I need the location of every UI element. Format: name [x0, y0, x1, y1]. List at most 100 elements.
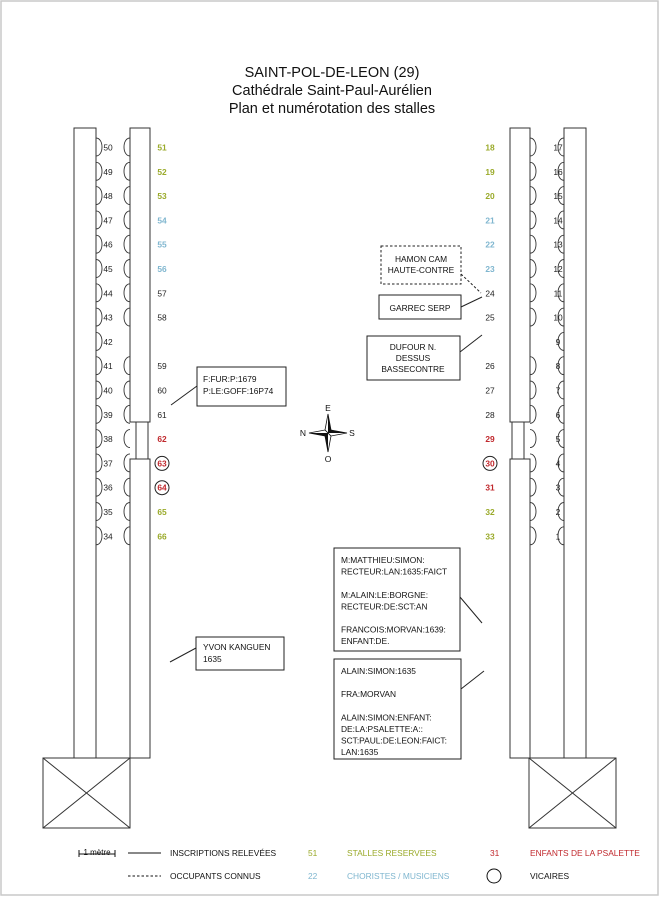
- stall-number: 31: [485, 483, 495, 493]
- inscription-box-dufour: [366, 335, 461, 381]
- occupant-box-hamon: [380, 245, 462, 285]
- inscription-text: 1635: [203, 654, 222, 664]
- stall-number: 64: [157, 483, 167, 493]
- stall-number: 35: [103, 507, 113, 517]
- stall-number: 1: [556, 531, 561, 541]
- stall-seat-edge: [529, 137, 537, 327]
- stall-left-inner: 63: [154, 455, 170, 471]
- stall-right-inner: 29: [485, 434, 495, 444]
- legend-psalette-label: ENFANTS DE LA PSALETTE: [530, 848, 640, 858]
- stall-left-inner: 64: [154, 480, 170, 496]
- svg-text:GARREC SERP: GARREC SERP: [390, 303, 451, 313]
- stall-number: 43: [103, 313, 113, 323]
- inscription-text: ALAIN:SIMON:1635: [341, 666, 416, 676]
- inscription-text: RECTEUR:DE:SCT:AN: [341, 601, 428, 611]
- stall-left-inner: 66: [157, 531, 167, 541]
- stall-right-inner: 26: [485, 361, 495, 371]
- stall-left-inner: 61: [157, 410, 167, 420]
- inscription-text: LAN:1635: [341, 747, 379, 757]
- stall-number: 8: [556, 361, 561, 371]
- stall-seat-edge: [557, 137, 565, 546]
- stall-right-outer: 3: [556, 483, 561, 493]
- stall-right-inner: 33: [485, 531, 495, 541]
- inscription-text: SCT:PAUL:DE:LEON:FAICT:: [341, 736, 447, 746]
- stall-number: 63: [157, 458, 167, 468]
- stall-left-outer: 38: [103, 434, 113, 444]
- stall-right-outer: 16: [553, 167, 563, 177]
- stall-right-inner: 28: [485, 410, 495, 420]
- stall-right-inner: 32: [485, 507, 495, 517]
- inscription-box-kanguen: [195, 636, 285, 671]
- stall-number: 16: [553, 167, 563, 177]
- leader-line: [460, 670, 485, 690]
- stall-number: 42: [103, 337, 113, 347]
- stall-left-inner: 57: [157, 288, 167, 298]
- stall-number: 66: [157, 531, 167, 541]
- inscription-text: M:ALAIN:LE:BORGNE:: [341, 590, 428, 600]
- inscription-text: DUFOUR N.: [390, 342, 437, 352]
- stall-number: 22: [485, 240, 495, 250]
- stall-left-inner: 56: [157, 264, 167, 274]
- stall-left-inner: 58: [157, 313, 167, 323]
- legend-choristes-label: CHORISTES / MUSICIENS: [347, 871, 450, 881]
- svg-text:DUFOUR N.: DUFOUR N.: [390, 342, 437, 352]
- inscriptions-layer: F:FUR:P:1679 P:LE:GOFF:16P74 YVON KANGUE…: [169, 245, 485, 760]
- legend-choristes-num: 22: [308, 871, 318, 881]
- stall-number: 49: [103, 167, 113, 177]
- stall-right-outer: 12: [553, 264, 563, 274]
- stall-number: 65: [157, 507, 167, 517]
- stall-left-inner: 53: [157, 191, 167, 201]
- stall-left-outer: 41: [103, 361, 113, 371]
- stall-number: 37: [103, 458, 113, 468]
- stall-left-outer: 49: [103, 167, 113, 177]
- occupant-text: HAUTE-CONTRE: [388, 265, 455, 275]
- stall-number: 56: [157, 264, 167, 274]
- svg-text:P:LE:GOFF:16P74: P:LE:GOFF:16P74: [203, 386, 274, 396]
- stall-number: 62: [157, 434, 167, 444]
- stall-right-inner: 30: [482, 455, 498, 471]
- occupant-text: HAMON CAM: [395, 254, 447, 264]
- stall-number: 58: [157, 313, 167, 323]
- inscription-text: GARREC SERP: [390, 303, 451, 313]
- leader-line: [459, 596, 483, 624]
- stall-number: 25: [485, 313, 495, 323]
- stall-number: 36: [103, 483, 113, 493]
- inscription-text: DESSUS: [396, 353, 431, 363]
- inscription-text: F:FUR:P:1679: [203, 374, 257, 384]
- inscription-text: YVON KANGUEN: [203, 642, 270, 652]
- stall-number: 38: [103, 434, 113, 444]
- stall-number: 4: [556, 458, 561, 468]
- stall-number: 23: [485, 264, 495, 274]
- inscription-text: DE:LA:PSALETTE:A::: [341, 724, 423, 734]
- compass-south-label: S: [349, 428, 355, 438]
- compass-west-label: O: [325, 454, 332, 464]
- legend-inscriptions-label: INSCRIPTIONS RELEVÉES: [170, 848, 277, 858]
- inscription-box-alain-simon: [333, 658, 462, 760]
- stall-left-outer: 37: [103, 458, 113, 468]
- stall-left-outer: 40: [103, 386, 113, 396]
- stall-number: 19: [485, 167, 495, 177]
- stall-right-inner: 23: [485, 264, 495, 274]
- stall-number: 39: [103, 410, 113, 420]
- stall-number: 61: [157, 410, 167, 420]
- stall-right-outer: 11: [554, 288, 563, 298]
- leader-line: [459, 334, 483, 353]
- stall-number: 41: [103, 361, 113, 371]
- stall-number: 32: [485, 507, 495, 517]
- stall-right-inner: 21: [485, 215, 495, 225]
- stall-right-outer: 15: [553, 191, 563, 201]
- stall-number: 40: [103, 386, 113, 396]
- legend-vicaires-label: VICAIRES: [530, 871, 570, 881]
- inscription-box-garrec: [378, 294, 462, 320]
- stall-number: 20: [485, 191, 495, 201]
- stall-number: 52: [157, 167, 167, 177]
- svg-text:DESSUS: DESSUS: [396, 353, 431, 363]
- legend-psalette-num: 31: [490, 848, 500, 858]
- stall-left-outer: 44: [103, 288, 113, 298]
- stall-left-inner: 52: [157, 167, 167, 177]
- stall-number: 17: [553, 143, 563, 153]
- svg-text:YVON KANGUEN: YVON KANGUEN: [203, 642, 270, 652]
- stall-number: 48: [103, 191, 113, 201]
- stall-left-inner: 59: [157, 361, 167, 371]
